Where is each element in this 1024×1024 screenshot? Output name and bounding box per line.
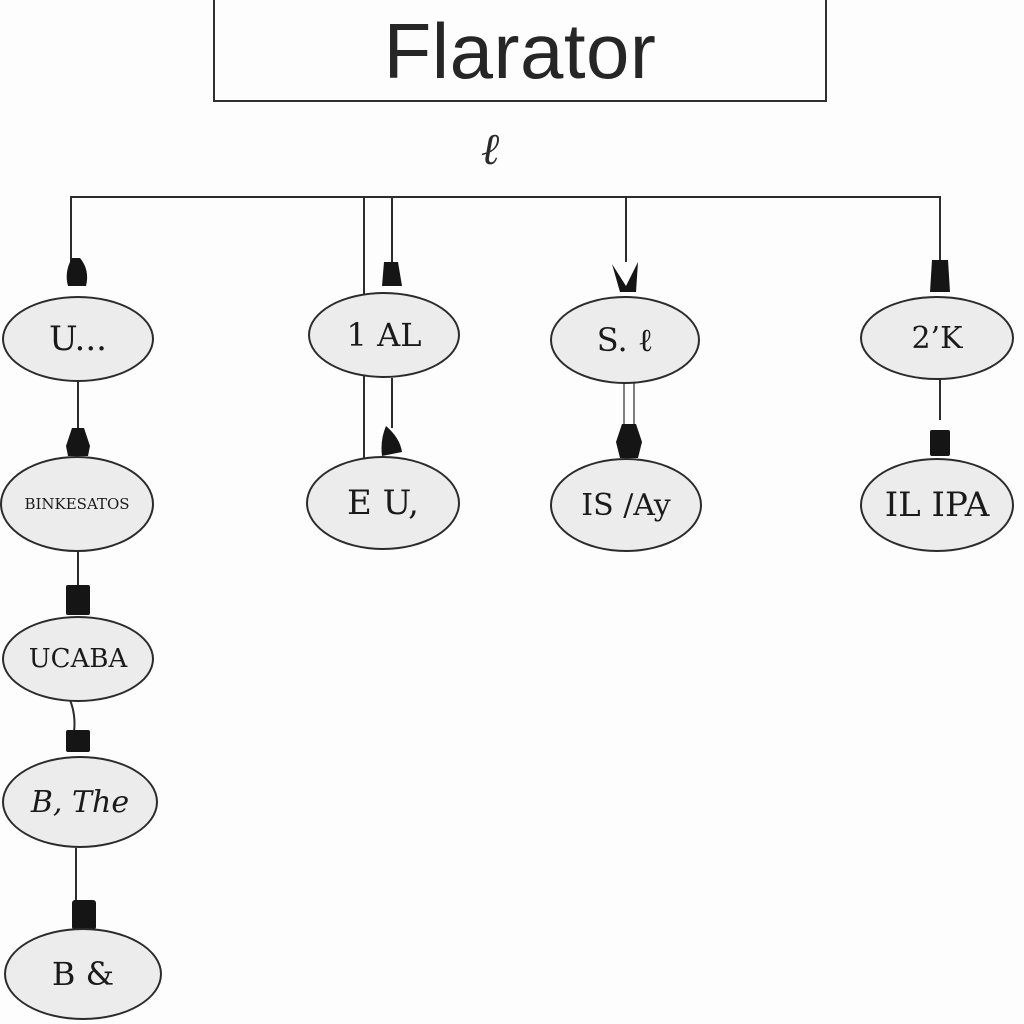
connector-plug-icon: [72, 900, 96, 930]
connector-plug-icon: [382, 262, 402, 286]
node: 1 AL: [308, 292, 460, 378]
node-label: 2’K: [911, 320, 963, 356]
node-label: IL IPA: [884, 485, 990, 525]
node-label: 1 AL: [346, 316, 422, 354]
node-label: E U,: [347, 483, 419, 523]
node: S. ℓ: [550, 296, 700, 384]
connector-plug-icon: [66, 258, 88, 286]
node-label: S. ℓ: [596, 321, 654, 359]
node: IS /Ay: [550, 458, 702, 552]
node: U...: [2, 296, 154, 382]
connector-plug-icon: [616, 424, 642, 458]
connector-plug-icon: [930, 430, 950, 456]
node: B, The: [2, 756, 158, 848]
drop-line: [69, 699, 76, 733]
connector-plug-icon: [66, 585, 90, 615]
node-label: BINKESATOS: [24, 495, 130, 513]
node-label: B &: [51, 955, 115, 993]
title-box: Flarator: [213, 0, 827, 102]
node: E U,: [306, 456, 460, 550]
node: UCABA: [2, 616, 154, 702]
node: IL IPA: [860, 458, 1014, 552]
node-label: B, The: [30, 784, 130, 820]
node: B &: [4, 928, 162, 1020]
root-glyph: ℓ: [480, 124, 500, 175]
connector-plug-icon: [612, 262, 638, 292]
connector-plug-icon: [930, 260, 950, 292]
connector-plug-icon: [66, 428, 90, 456]
connector-plug-icon: [66, 730, 90, 752]
node-label: U...: [49, 319, 107, 359]
node-label: UCABA: [28, 644, 128, 674]
node: BINKESATOS: [0, 456, 154, 552]
connector-plug-icon: [381, 426, 402, 456]
node: 2’K: [860, 296, 1014, 380]
diagram-title: Flarator: [383, 6, 657, 95]
node-label: IS /Ay: [581, 487, 671, 523]
